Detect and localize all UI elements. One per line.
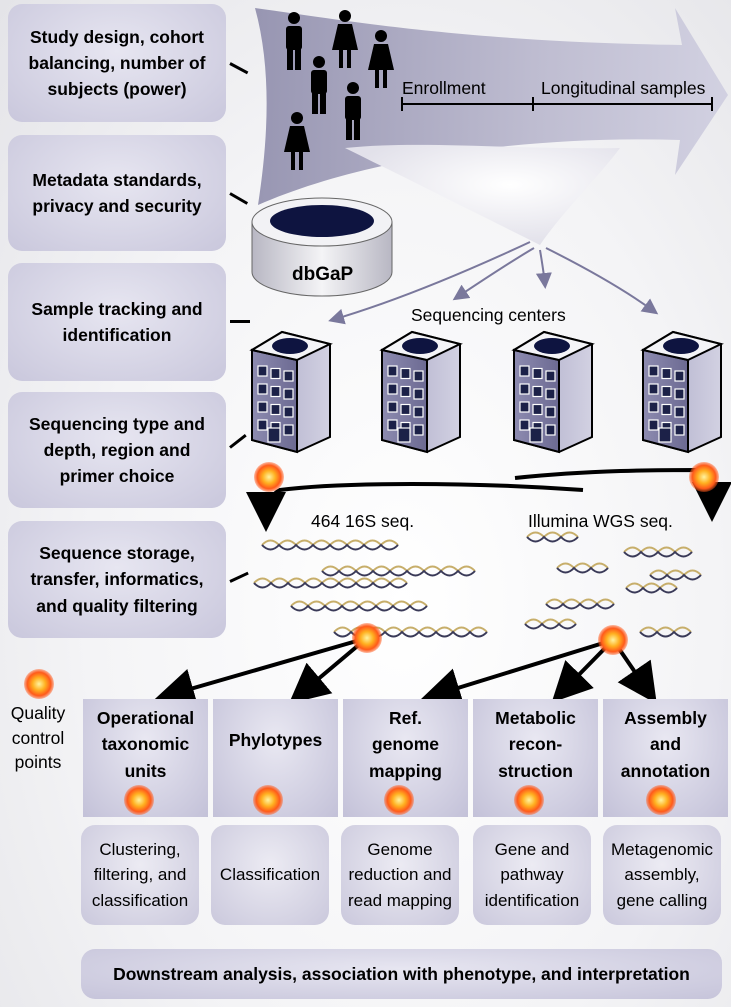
dna-strand (625, 582, 678, 594)
detail-metabolic: Gene and pathway identification (473, 825, 591, 925)
dna-strand (253, 577, 408, 589)
connector-line (230, 320, 250, 323)
method-label: Assembly and annotation (620, 708, 711, 781)
dna-strand (321, 565, 476, 577)
quality-point (646, 785, 676, 815)
method-label: Metabolic recon- struction (495, 708, 576, 781)
quality-point (254, 462, 284, 492)
step-label: Sample tracking and identification (31, 298, 203, 345)
quality-point (124, 785, 154, 815)
downstream-label: Downstream analysis, association with ph… (113, 963, 690, 984)
dna-strand (649, 569, 702, 581)
quality-point (514, 785, 544, 815)
building-icon (249, 330, 333, 454)
dna-strand (639, 626, 692, 638)
step-metadata: Metadata standards, privacy and security (8, 135, 226, 251)
quality-point (689, 462, 719, 492)
quality-legend-label: Quality control points (10, 703, 66, 772)
quality-point-legend-icon (24, 669, 54, 699)
step-label: Metadata standards, privacy and security (32, 169, 202, 216)
step-label: Sequence storage, transfer, informatics,… (30, 543, 204, 616)
quality-point (352, 623, 382, 653)
building-icon (379, 330, 463, 454)
step-sequence-storage: Sequence storage, transfer, informatics,… (8, 521, 226, 638)
people-icons (284, 10, 394, 170)
dna-strand (623, 546, 693, 558)
database-label: dbGaP (292, 264, 354, 285)
quality-point (598, 625, 628, 655)
detail-ref-genome: Genome reduction and read mapping (341, 825, 459, 925)
dna-strands (253, 531, 702, 638)
dna-strand (556, 562, 609, 574)
timeline-scale (401, 97, 713, 111)
quality-point (253, 785, 283, 815)
method-label: Operational taxonomic units (96, 708, 195, 781)
dna-strand (526, 531, 579, 543)
enrollment-label: Enrollment (402, 78, 486, 98)
detail-assembly: Metagenomic assembly, gene calling (603, 825, 721, 925)
seq-wgs-label: Illumina WGS seq. (528, 511, 673, 531)
method-label: Phylotypes (228, 730, 323, 750)
step-label: Sequencing type and depth, region and pr… (29, 413, 205, 487)
building-icon (640, 330, 724, 454)
detail-otu: Clustering, filtering, and classificatio… (81, 825, 199, 925)
sequencing-buildings (249, 330, 724, 454)
step-study-design: Study design, cohort balancing, number o… (8, 4, 226, 122)
seq-16s-label: 464 16S seq. (311, 511, 415, 531)
step-sample-tracking: Sample tracking and identification (8, 263, 226, 381)
funnel (345, 144, 620, 245)
dna-strand (545, 598, 615, 610)
step-sequencing-type: Sequencing type and depth, region and pr… (8, 392, 226, 508)
method-metabolic: Metabolic recon- struction (473, 699, 598, 817)
longitudinal-label: Longitudinal samples (541, 78, 706, 98)
detail-phylotypes: Classification (211, 825, 329, 925)
database-cylinder (251, 197, 393, 297)
dna-strand (290, 600, 428, 612)
downstream-analysis-box: Downstream analysis, association with ph… (81, 949, 722, 999)
distribution-arrows (328, 241, 659, 325)
dna-strand (524, 618, 577, 630)
quality-point (384, 785, 414, 815)
method-label: Ref. genome mapping (369, 708, 442, 781)
dna-strand (261, 539, 399, 551)
sequencing-centers-label: Sequencing centers (411, 305, 566, 325)
step-label: Study design, cohort balancing, number o… (28, 26, 206, 100)
building-icon (511, 330, 595, 454)
flow-arrows (154, 467, 731, 708)
